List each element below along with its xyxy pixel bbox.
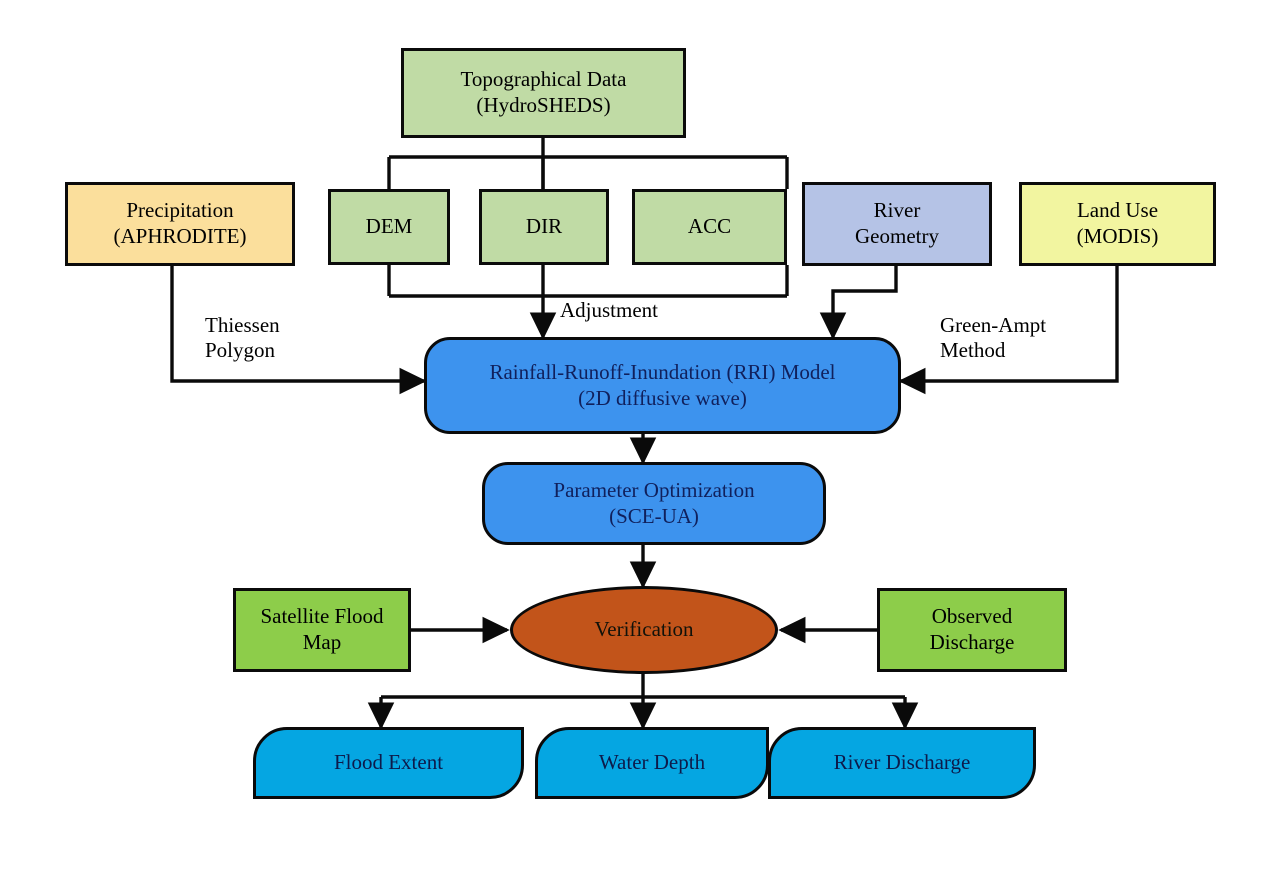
node-topographical-data-label: Topographical Data (HydroSHEDS) — [460, 67, 627, 117]
node-precipitation[interactable]: Precipitation (APHRODITE) — [65, 182, 295, 266]
node-water-depth[interactable]: Water Depth — [535, 727, 769, 799]
node-dem-label: DEM — [365, 214, 413, 239]
node-flood-extent[interactable]: Flood Extent — [253, 727, 524, 799]
edge-label-thiessen-polygon: Thiessen Polygon — [205, 313, 280, 363]
node-river-discharge[interactable]: River Discharge — [768, 727, 1036, 799]
node-river-geometry-label: River Geometry — [855, 198, 939, 248]
edge-label-green-ampt-method: Green-Ampt Method — [940, 313, 1047, 363]
node-river-geometry[interactable]: River Geometry — [802, 182, 992, 266]
edge-rivergeom-to-rri — [819, 266, 898, 340]
node-satellite-flood-map[interactable]: Satellite Flood Map — [233, 588, 411, 672]
node-satellite-flood-map-label: Satellite Flood Map — [260, 604, 384, 654]
node-rri-model[interactable]: Rainfall-Runoff-Inundation (RRI) Model (… — [424, 337, 901, 434]
node-parameter-optimization[interactable]: Parameter Optimization (SCE-UA) — [482, 462, 826, 545]
node-dir-label: DIR — [525, 214, 563, 239]
edge-label-adjustment: Adjustment — [560, 298, 658, 322]
node-observed-discharge[interactable]: Observed Discharge — [877, 588, 1067, 672]
node-water-depth-label: Water Depth — [598, 750, 706, 775]
node-land-use-label: Land Use (MODIS) — [1076, 198, 1159, 248]
node-verification-label: Verification — [594, 617, 694, 642]
node-dem[interactable]: DEM — [328, 189, 450, 265]
node-precipitation-label: Precipitation (APHRODITE) — [113, 198, 247, 248]
node-flood-extent-label: Flood Extent — [333, 750, 444, 775]
node-parameter-optimization-label: Parameter Optimization (SCE-UA) — [553, 477, 755, 528]
node-acc[interactable]: ACC — [632, 189, 787, 265]
node-observed-discharge-label: Observed Discharge — [929, 604, 1015, 654]
node-topographical-data[interactable]: Topographical Data (HydroSHEDS) — [401, 48, 686, 138]
node-river-discharge-label: River Discharge — [833, 750, 971, 775]
node-land-use[interactable]: Land Use (MODIS) — [1019, 182, 1216, 266]
node-verification[interactable]: Verification — [510, 586, 778, 674]
node-dir[interactable]: DIR — [479, 189, 609, 265]
node-rri-model-label: Rainfall-Runoff-Inundation (RRI) Model (… — [489, 359, 836, 410]
node-acc-label: ACC — [687, 214, 732, 239]
